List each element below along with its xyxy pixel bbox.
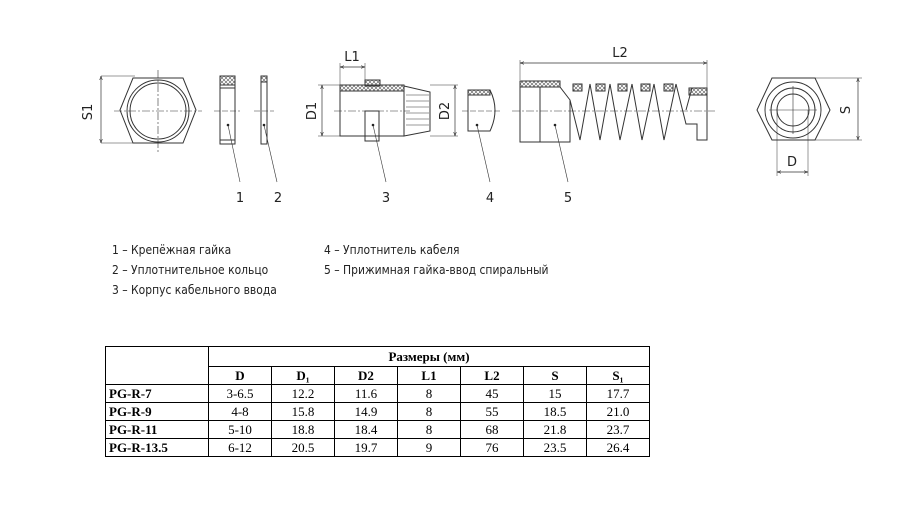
column-header: S₁	[586, 366, 650, 385]
row-model-name: PG-R-13.5	[105, 438, 209, 457]
row-model-name: PG-R-7	[105, 384, 209, 403]
legend-item: 2 – Уплотнительное кольцо	[112, 262, 269, 277]
callout-3: 3	[382, 191, 390, 206]
column-header: L1	[397, 366, 461, 385]
table-cell: 21.8	[523, 420, 587, 439]
table-cell: 17.7	[586, 384, 650, 403]
row-model-name: PG-R-11	[105, 420, 209, 439]
table-cell: 76	[460, 438, 524, 457]
dim-label-l2: L2	[612, 46, 628, 61]
column-header: D	[208, 366, 272, 385]
table-cell: 6-12	[208, 438, 272, 457]
legend-item: 4 – Уплотнитель кабеля	[324, 242, 460, 257]
dim-label-d2: D2	[438, 102, 453, 120]
table-cell: 15.8	[271, 402, 335, 421]
table-cell: 4-8	[208, 402, 272, 421]
callout-5: 5	[564, 191, 572, 206]
sealing-ring-side-view	[254, 75, 278, 183]
table-cell: 45	[460, 384, 524, 403]
dim-label-d: D	[787, 155, 797, 170]
table-cell: 15	[523, 384, 587, 403]
table-cell: 21.0	[586, 402, 650, 421]
table-group-header: Размеры (мм)	[208, 346, 650, 367]
callout-2: 2	[274, 191, 282, 206]
gland-end-view	[756, 77, 862, 176]
cable-seal	[462, 89, 502, 183]
table-cell: 20.5	[271, 438, 335, 457]
column-header: D2	[334, 366, 398, 385]
column-header: D₁	[271, 366, 335, 385]
table-cell: 8	[397, 402, 461, 421]
table-cell: 5-10	[208, 420, 272, 439]
table-cell: 18.8	[271, 420, 335, 439]
fixing-nut-front-view	[101, 70, 202, 152]
table-cell: 11.6	[334, 384, 398, 403]
dim-label-d1: D1	[305, 102, 320, 120]
legend-item: 3 – Корпус кабельного ввода	[112, 282, 277, 297]
dim-label-s1: S1	[81, 104, 96, 121]
column-header: L2	[460, 366, 524, 385]
callout-1: 1	[236, 191, 244, 206]
table-cell: 18.5	[523, 402, 587, 421]
table-cell: 23.7	[586, 420, 650, 439]
spiral-compression-nut	[512, 60, 715, 183]
table-cell: 68	[460, 420, 524, 439]
callout-4: 4	[486, 191, 494, 206]
legend-left: 1 – Крепёжная гайка 2 – Уплотнительное к…	[112, 240, 277, 300]
dim-label-l1: L1	[344, 50, 360, 65]
legend-item: 1 – Крепёжная гайка	[112, 242, 232, 257]
table-cell: 8	[397, 384, 461, 403]
table-cell: 3-6.5	[208, 384, 272, 403]
table-cell: 23.5	[523, 438, 587, 457]
table-cell: 14.9	[334, 402, 398, 421]
table-cell: 9	[397, 438, 461, 457]
legend-right: 4 – Уплотнитель кабеля 5 – Прижимная гай…	[324, 240, 549, 280]
dim-label-s: S	[839, 106, 854, 114]
table-cell: 8	[397, 420, 461, 439]
table-corner-cell	[105, 346, 209, 385]
table-cell: 18.4	[334, 420, 398, 439]
table-cell: 55	[460, 402, 524, 421]
legend-item: 5 – Прижимная гайка-ввод спиральный	[324, 262, 549, 277]
fixing-nut-side-view	[214, 75, 241, 183]
column-header: S	[523, 366, 587, 385]
table-cell: 19.7	[334, 438, 398, 457]
row-model-name: PG-R-9	[105, 402, 209, 421]
gland-body	[318, 63, 458, 183]
table-cell: 12.2	[271, 384, 335, 403]
table-cell: 26.4	[586, 438, 650, 457]
